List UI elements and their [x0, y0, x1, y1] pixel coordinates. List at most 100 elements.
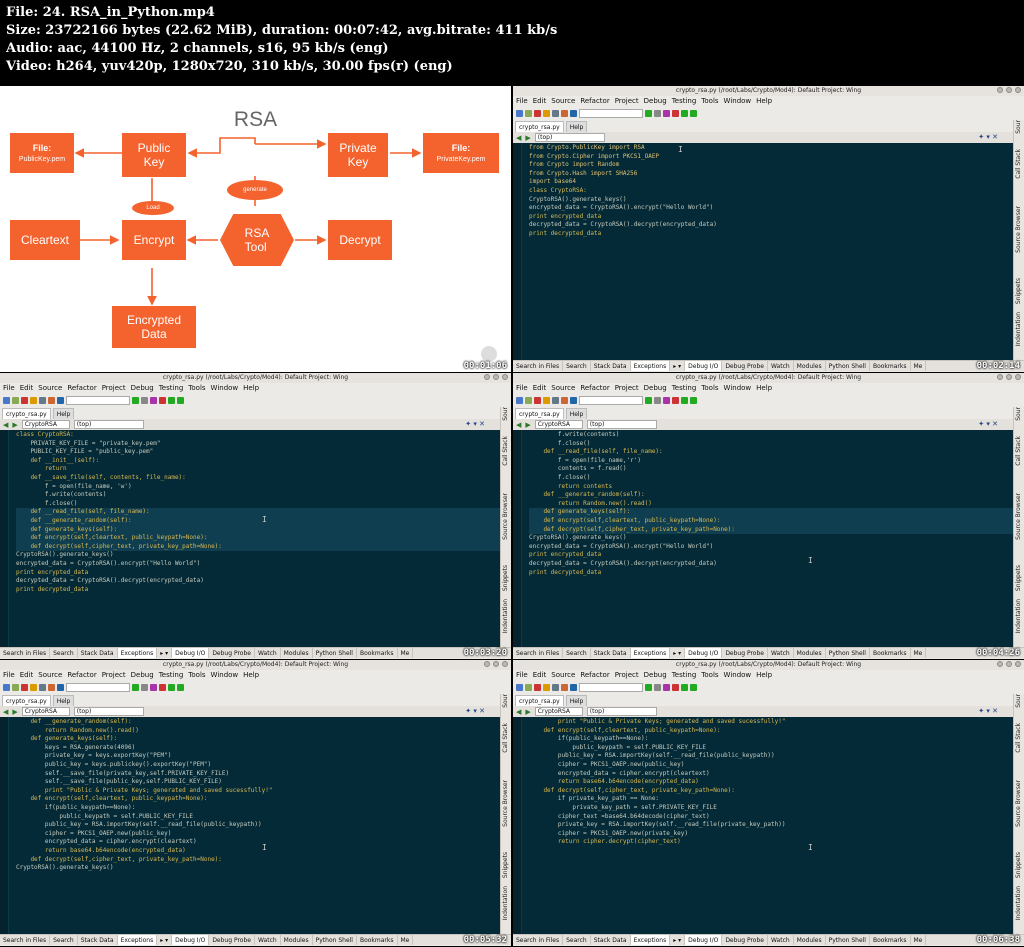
bottom-tab[interactable]: Search in Files: [513, 361, 564, 371]
class-scope-select[interactable]: CryptoRSA: [534, 707, 583, 716]
toolbar-tool-icon[interactable]: [12, 684, 19, 691]
close-icon[interactable]: [502, 661, 508, 667]
menu-tools[interactable]: Tools: [188, 384, 206, 392]
bottom-tab[interactable]: Debug Probe: [722, 935, 768, 945]
menu-help[interactable]: Help: [756, 384, 773, 392]
menu-help[interactable]: Help: [756, 97, 773, 105]
bottom-tab[interactable]: Debug Probe: [209, 935, 255, 945]
menu-window[interactable]: Window: [723, 671, 752, 679]
side-tab[interactable]: Sour: [1015, 407, 1022, 421]
toolbar-tool-icon[interactable]: [681, 397, 688, 404]
toolbar-tool-icon[interactable]: [525, 110, 532, 117]
side-tab[interactable]: Source Browser: [502, 493, 509, 540]
menu-testing[interactable]: Testing: [158, 671, 184, 679]
maximize-icon[interactable]: [493, 374, 499, 380]
toolbar-tool-icon[interactable]: [681, 110, 688, 117]
tab-scroll-icon[interactable]: ▸ ▾: [157, 648, 173, 658]
toolbar-tool-icon[interactable]: [21, 397, 28, 404]
back-arrow-icon[interactable]: ◀: [3, 707, 9, 716]
maximize-icon[interactable]: [1006, 661, 1012, 667]
nav-options-icon[interactable]: ✦ ▾ ✕: [465, 707, 485, 715]
menu-window[interactable]: Window: [723, 384, 752, 392]
toolbar-tool-icon[interactable]: [570, 110, 577, 117]
toolbar-tool-icon[interactable]: [552, 684, 559, 691]
nav-options-icon[interactable]: ✦ ▾ ✕: [978, 420, 998, 428]
menu-edit[interactable]: Edit: [532, 671, 547, 679]
toolbar-tool-icon[interactable]: [141, 397, 148, 404]
tab-crypto-rsa[interactable]: crypto_rsa.py: [515, 408, 564, 419]
nav-options-icon[interactable]: ✦ ▾ ✕: [978, 133, 998, 141]
side-tab[interactable]: Source Browser: [1015, 780, 1022, 827]
side-tab[interactable]: Indentation: [502, 886, 509, 921]
bottom-tab[interactable]: Debug I/O: [685, 935, 723, 945]
maximize-icon[interactable]: [493, 661, 499, 667]
menu-testing[interactable]: Testing: [671, 384, 697, 392]
bottom-tab[interactable]: Exceptions: [117, 648, 158, 658]
side-tab[interactable]: Snippets: [1015, 565, 1022, 592]
menu-source[interactable]: Source: [551, 384, 576, 392]
minimize-icon[interactable]: [997, 374, 1003, 380]
toolbar-tool-icon[interactable]: [57, 397, 64, 404]
menu-tools[interactable]: Tools: [701, 97, 719, 105]
menu-project[interactable]: Project: [101, 384, 126, 392]
toolbar-tool-icon[interactable]: [690, 110, 697, 117]
bottom-tab[interactable]: Me: [398, 648, 414, 658]
menu-testing[interactable]: Testing: [158, 384, 184, 392]
tab-scroll-icon[interactable]: ▸ ▾: [670, 935, 686, 945]
tab-crypto-rsa[interactable]: crypto_rsa.py: [515, 695, 564, 706]
close-icon[interactable]: [502, 374, 508, 380]
toolbar-tool-icon[interactable]: [132, 397, 139, 404]
toolbar-tool-icon[interactable]: [543, 110, 550, 117]
nav-options-icon[interactable]: ✦ ▾ ✕: [978, 707, 998, 715]
back-arrow-icon[interactable]: ◀: [516, 133, 522, 142]
toolbar-tool-icon[interactable]: [39, 684, 46, 691]
bottom-tab[interactable]: Watch: [768, 361, 794, 371]
toolbar-tool-icon[interactable]: [516, 397, 523, 404]
side-tab[interactable]: Call Stack: [1015, 149, 1022, 179]
bottom-tab[interactable]: Modules: [794, 648, 826, 658]
side-tab[interactable]: Source Browser: [1015, 206, 1022, 253]
toolbar-search-input[interactable]: [66, 683, 130, 692]
toolbar-tool-icon[interactable]: [177, 684, 184, 691]
bottom-tab[interactable]: Stack Data: [591, 361, 631, 371]
function-scope-select[interactable]: (top): [73, 420, 144, 429]
side-tab[interactable]: Snippets: [502, 565, 509, 592]
toolbar-tool-icon[interactable]: [663, 397, 670, 404]
bottom-tab[interactable]: Search: [50, 935, 78, 945]
menu-tools[interactable]: Tools: [701, 671, 719, 679]
toolbar-tool-icon[interactable]: [654, 110, 661, 117]
tab-scroll-icon[interactable]: ▸ ▾: [670, 361, 686, 371]
menu-project[interactable]: Project: [614, 671, 639, 679]
bottom-tab[interactable]: Exceptions: [630, 648, 671, 658]
menu-file[interactable]: File: [3, 384, 15, 392]
menu-refactor[interactable]: Refactor: [580, 671, 610, 679]
toolbar-tool-icon[interactable]: [48, 397, 55, 404]
menu-project[interactable]: Project: [614, 384, 639, 392]
class-scope-select[interactable]: CryptoRSA: [21, 707, 70, 716]
menu-file[interactable]: File: [3, 671, 15, 679]
side-tab[interactable]: Snippets: [1015, 278, 1022, 305]
tab-crypto-rsa[interactable]: crypto_rsa.py: [2, 408, 51, 419]
toolbar-tool-icon[interactable]: [672, 110, 679, 117]
bottom-tab[interactable]: Bookmarks: [870, 935, 911, 945]
toolbar-tool-icon[interactable]: [39, 397, 46, 404]
minimize-icon[interactable]: [484, 661, 490, 667]
menu-file[interactable]: File: [516, 671, 528, 679]
bottom-tab[interactable]: Debug Probe: [722, 648, 768, 658]
toolbar-tool-icon[interactable]: [516, 110, 523, 117]
menu-debug[interactable]: Debug: [643, 97, 667, 105]
menu-debug[interactable]: Debug: [130, 671, 154, 679]
bottom-tab[interactable]: Exceptions: [630, 935, 671, 945]
bottom-tab[interactable]: Debug I/O: [685, 361, 723, 371]
toolbar-tool-icon[interactable]: [570, 397, 577, 404]
toolbar-tool-icon[interactable]: [30, 397, 37, 404]
menu-help[interactable]: Help: [243, 384, 260, 392]
side-tab[interactable]: Call Stack: [1015, 723, 1022, 753]
class-scope-select[interactable]: CryptoRSA: [534, 420, 583, 429]
side-tab[interactable]: Indentation: [1015, 312, 1022, 347]
bottom-tab[interactable]: Bookmarks: [870, 648, 911, 658]
bottom-tab[interactable]: Watch: [768, 935, 794, 945]
minimize-icon[interactable]: [997, 661, 1003, 667]
bottom-tab[interactable]: Me: [911, 648, 927, 658]
bottom-tab[interactable]: Stack Data: [591, 935, 631, 945]
